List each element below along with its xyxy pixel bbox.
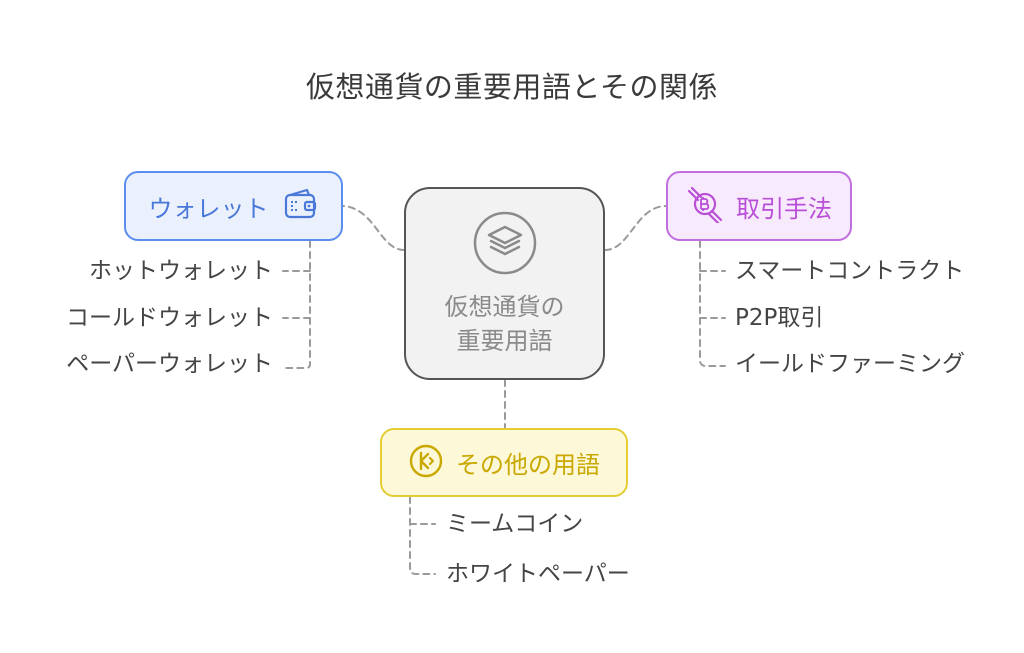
connector-center-trade [604,205,667,251]
trade-item: P2P取引 [735,305,824,331]
trade-item: スマートコントラクト [735,258,965,284]
other-item: ホワイトペーパー [446,561,630,587]
wallet-item: ホットウォレット [89,258,273,284]
connector-trade-branch [699,240,726,367]
other-item: ミームコイン [446,511,584,537]
page-title: 仮想通貨の重要用語とその関係 [305,70,719,104]
center-label-line1: 仮想通貨の [444,292,565,321]
center-label: 仮想通貨の 重要用語 [430,290,580,358]
center-node: 仮想通貨の 重要用語 [404,187,605,380]
coin-icon [408,443,444,483]
wallet-item: ペーパーウォレット [66,351,273,377]
handshake-icon [686,185,724,227]
connector-other-branch [409,496,436,575]
layers-icon [472,210,538,280]
wallet-category-label: ウォレット [148,194,269,223]
wallet-icon [283,188,319,224]
connector-center-wallet [342,205,405,251]
wallet-item: コールドウォレット [66,305,273,331]
other-category-node: その他の用語 [380,428,628,497]
trade-item: イールドファーミング [735,351,965,377]
connector-wallet-branch [282,240,311,369]
wallet-category-node: ウォレット [124,171,343,241]
trade-category-label: 取引手法 [736,194,832,223]
other-category-label: その他の用語 [456,451,600,479]
center-label-line2: 重要用語 [456,326,553,355]
trade-category-node: 取引手法 [666,171,852,241]
